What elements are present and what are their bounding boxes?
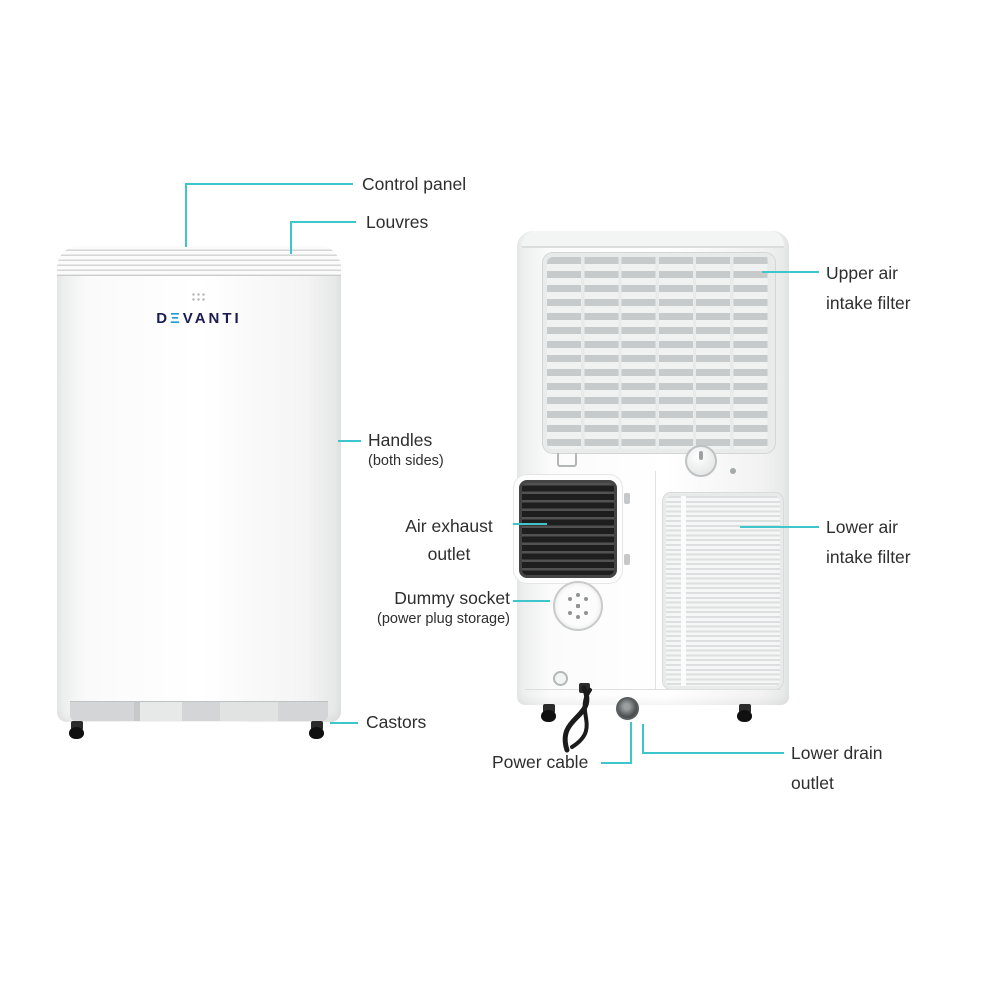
lower-drain-outlet-part (616, 697, 639, 720)
label-castors: Castors (366, 712, 427, 732)
label-power-cable: Power cable (492, 752, 589, 772)
label-handles-text: Handles (368, 430, 433, 450)
brand-logo-suffix: VANTI (182, 310, 242, 327)
dummy-socket (553, 581, 603, 631)
label-lower-air-intake-filter: Lower air intake filter (826, 517, 911, 568)
handles-callout-line (338, 440, 361, 442)
lower-drain-callout-line-v (642, 724, 644, 754)
label-louvres: Louvres (366, 212, 429, 232)
label-air-exhaust-outlet: Air exhaust outlet (405, 516, 493, 564)
lower-air-intake-filter-grille (662, 492, 784, 690)
air-conditioner-front-view: DΞVANTI (57, 246, 341, 739)
brand-logo: DΞVANTI (156, 310, 241, 327)
front-base-strip (70, 701, 328, 721)
label-dummy-socket-sub: (power plug storage) (377, 611, 510, 627)
base-seam (525, 689, 781, 690)
louvres-callout-line-h (290, 221, 356, 223)
louvres-panel (57, 246, 341, 276)
socket-holes-icon (568, 593, 588, 619)
cable-entry-point (579, 683, 590, 693)
brand-logo-e-glyph: Ξ (170, 310, 183, 327)
castor-wheel (309, 721, 325, 740)
air-conditioner-back-view (517, 231, 789, 722)
castor-wheel (69, 721, 85, 740)
label-handles: Handles (both sides) (368, 430, 444, 469)
control-panel-callout-line-h (185, 183, 353, 185)
upper-air-intake-filter-grille (542, 252, 776, 454)
label-control-panel: Control panel (362, 174, 467, 194)
label-dummy-socket: Dummy socket (power plug storage) (318, 588, 510, 627)
control-panel-indicator-dots (191, 292, 207, 303)
castor-wheel (737, 704, 753, 723)
brand-logo-prefix: D (156, 310, 171, 327)
lower-air-intake-callout-line (740, 526, 819, 528)
bracket-cutout (557, 453, 577, 467)
screw-dot (730, 468, 736, 474)
back-top-lip (522, 231, 784, 248)
drain-knob (685, 445, 717, 477)
castor-wheel (541, 704, 557, 723)
power-cable-callout-line-v (630, 722, 632, 764)
power-cable-callout-line-h (601, 762, 632, 764)
label-dummy-socket-text: Dummy socket (394, 588, 510, 608)
castors-callout-line (330, 722, 358, 724)
label-upper-air-intake-filter: Upper air intake filter (826, 263, 911, 314)
air-exhaust-outlet-grille (519, 480, 630, 578)
control-panel-callout-line-v (185, 183, 187, 247)
upper-air-intake-callout-line (762, 271, 819, 273)
air-exhaust-callout-line (513, 523, 547, 525)
label-handles-sub: (both sides) (368, 453, 444, 469)
lower-drain-callout-line-h (642, 752, 784, 754)
dummy-socket-callout-line (513, 600, 550, 602)
label-lower-drain-outlet: Lower drain outlet (791, 743, 883, 793)
louvres-callout-line-v (290, 221, 292, 254)
upper-drain-cap (553, 671, 568, 686)
panel-seam (655, 471, 656, 689)
